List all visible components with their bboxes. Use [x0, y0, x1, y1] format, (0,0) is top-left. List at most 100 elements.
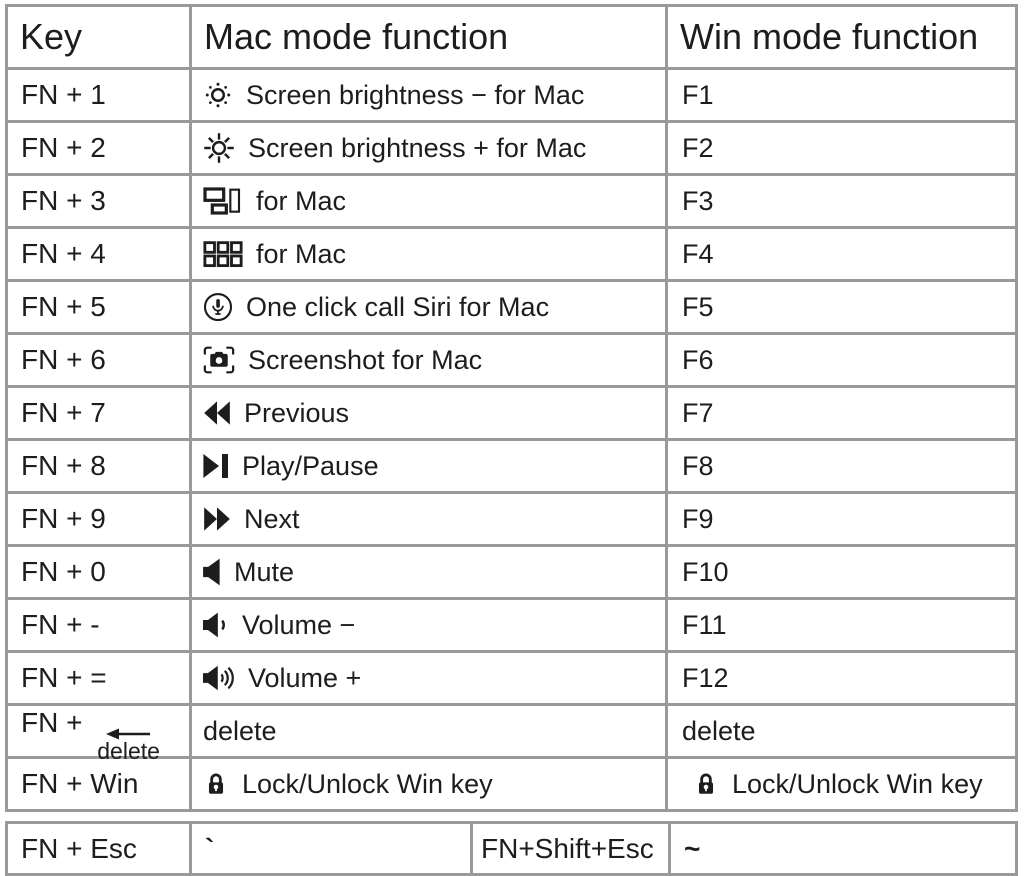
- mac-function-label: Lock/Unlock Win key: [242, 768, 493, 799]
- key-cell: FN + 4: [5, 226, 192, 282]
- mac-cell: for Mac: [189, 226, 668, 282]
- win-cell: F6: [665, 332, 1018, 388]
- key-cell: FN + =: [5, 650, 192, 706]
- mac-function-label: Screen brightness − for Mac: [246, 79, 585, 110]
- mac-cell: Volume +: [189, 650, 668, 706]
- screenshot-icon: [203, 345, 235, 375]
- win-cell: F3: [665, 173, 1018, 229]
- mac-cell: One click call Siri for Mac: [189, 279, 668, 335]
- play-pause-icon: [203, 454, 229, 478]
- table-row: FN + 5 One click call Siri for Mac F5: [5, 279, 1018, 335]
- key-cell: FN + 0: [5, 544, 192, 600]
- mac-function-label: Next: [244, 503, 300, 534]
- table-row: FN + delete delete delete: [5, 703, 1018, 763]
- mac-function-label: Volume +: [248, 662, 362, 693]
- table-row: FN + 3 for Mac F3: [5, 173, 1018, 229]
- table-row: FN + 1 Screen brightness − for Mac F1: [5, 67, 1018, 123]
- mac-cell: Next: [189, 491, 668, 547]
- mac-cell: Screen brightness + for Mac: [189, 120, 668, 176]
- volume-up-icon: [203, 664, 235, 692]
- win-cell: F8: [665, 438, 1018, 494]
- key-cell: FN + -: [5, 597, 192, 653]
- mute-icon: [203, 558, 221, 586]
- mac-function-label: Volume −: [242, 609, 356, 640]
- mac-cell: Screenshot for Mac: [189, 332, 668, 388]
- brightness-up-icon: [203, 132, 235, 164]
- table-row: FN + 4 for Mac F4: [5, 226, 1018, 282]
- header-key: Key: [5, 4, 192, 70]
- mac-cell: Previous: [189, 385, 668, 441]
- mac-cell: for Mac: [189, 173, 668, 229]
- key-cell: FN + 5: [5, 279, 192, 335]
- win-cell: F5: [665, 279, 1018, 335]
- delete-keycap: delete: [97, 728, 160, 763]
- brightness-down-icon: [203, 80, 233, 110]
- mac-function-label: Play/Pause: [242, 450, 379, 481]
- table-row: FN + Esc ` FN+Shift+Esc ~: [5, 821, 1018, 876]
- mac-function-label: Screen brightness + for Mac: [248, 132, 587, 163]
- shift-esc-key-cell: FN+Shift+Esc: [470, 821, 671, 876]
- lock-icon: [693, 770, 719, 798]
- table-row: FN + Win Lock/Unlock Win key Lock/Unlock…: [5, 756, 1018, 812]
- mac-function-label: Screenshot for Mac: [248, 344, 483, 375]
- siri-mic-icon: [203, 292, 233, 322]
- key-cell: FN + 2: [5, 120, 192, 176]
- win-cell: F10: [665, 544, 1018, 600]
- key-label: FN +: [21, 707, 83, 738]
- header-mac-mode: Mac mode function: [189, 4, 668, 70]
- mac-cell: delete: [189, 703, 668, 759]
- lock-icon: [203, 770, 229, 798]
- key-cell: FN + 9: [5, 491, 192, 547]
- previous-icon: [203, 401, 231, 425]
- key-cell: FN + delete: [5, 703, 192, 763]
- table-row: FN + = Volume + F12: [5, 650, 1018, 706]
- esc-key-table: FN + Esc ` FN+Shift+Esc ~: [5, 821, 1018, 876]
- key-cell: FN + 8: [5, 438, 192, 494]
- win-cell: F4: [665, 226, 1018, 282]
- header-win-mode: Win mode function: [665, 4, 1018, 70]
- win-function-label: Lock/Unlock Win key: [732, 768, 983, 799]
- mac-cell: Play/Pause: [189, 438, 668, 494]
- win-cell: F12: [665, 650, 1018, 706]
- table-row: FN + 0 Mute F10: [5, 544, 1018, 600]
- key-cell: FN + 1: [5, 67, 192, 123]
- win-cell: Lock/Unlock Win key: [665, 756, 1018, 812]
- win-cell: F9: [665, 491, 1018, 547]
- delete-key-label: delete: [97, 738, 160, 764]
- table-row: FN + 2 Screen brightness + for Mac F2: [5, 120, 1018, 176]
- function-key-table: Key Mac mode function Win mode function …: [5, 4, 1018, 812]
- mac-cell: Volume −: [189, 597, 668, 653]
- backspace-arrow-icon: [105, 728, 150, 740]
- header-row: Key Mac mode function Win mode function: [5, 4, 1018, 70]
- key-cell: FN + 6: [5, 332, 192, 388]
- table-row: FN + 7 Previous F7: [5, 385, 1018, 441]
- backtick-output-cell: `: [189, 821, 473, 876]
- table-row: FN + 8 Play/Pause F8: [5, 438, 1018, 494]
- mac-cell: Screen brightness − for Mac: [189, 67, 668, 123]
- mac-function-label: Mute: [234, 556, 295, 587]
- next-icon: [203, 507, 231, 531]
- win-cell: F1: [665, 67, 1018, 123]
- tilde-output-cell: ~: [668, 821, 1018, 876]
- table-row: FN + 6 Screenshot for Mac F6: [5, 332, 1018, 388]
- mac-function-label: One click call Siri for Mac: [246, 291, 550, 322]
- win-cell: F2: [665, 120, 1018, 176]
- win-cell: delete: [665, 703, 1018, 759]
- function-key-table-page: Key Mac mode function Win mode function …: [5, 4, 1018, 876]
- mac-function-label: Previous: [244, 397, 350, 428]
- win-cell: F11: [665, 597, 1018, 653]
- volume-down-icon: [203, 611, 229, 639]
- mac-function-label: for Mac: [256, 238, 347, 269]
- mac-cell: Lock/Unlock Win key: [189, 756, 668, 812]
- table-row: FN + 9 Next F9: [5, 491, 1018, 547]
- win-cell: F7: [665, 385, 1018, 441]
- key-cell: FN + 3: [5, 173, 192, 229]
- key-cell: FN + Win: [5, 756, 192, 812]
- mac-function-label: delete: [203, 715, 277, 746]
- table-row: FN + - Volume − F11: [5, 597, 1018, 653]
- mission-control-icon: [203, 185, 243, 217]
- key-cell: FN + 7: [5, 385, 192, 441]
- mac-cell: Mute: [189, 544, 668, 600]
- mac-function-label: for Mac: [256, 185, 347, 216]
- esc-key-cell: FN + Esc: [5, 821, 192, 876]
